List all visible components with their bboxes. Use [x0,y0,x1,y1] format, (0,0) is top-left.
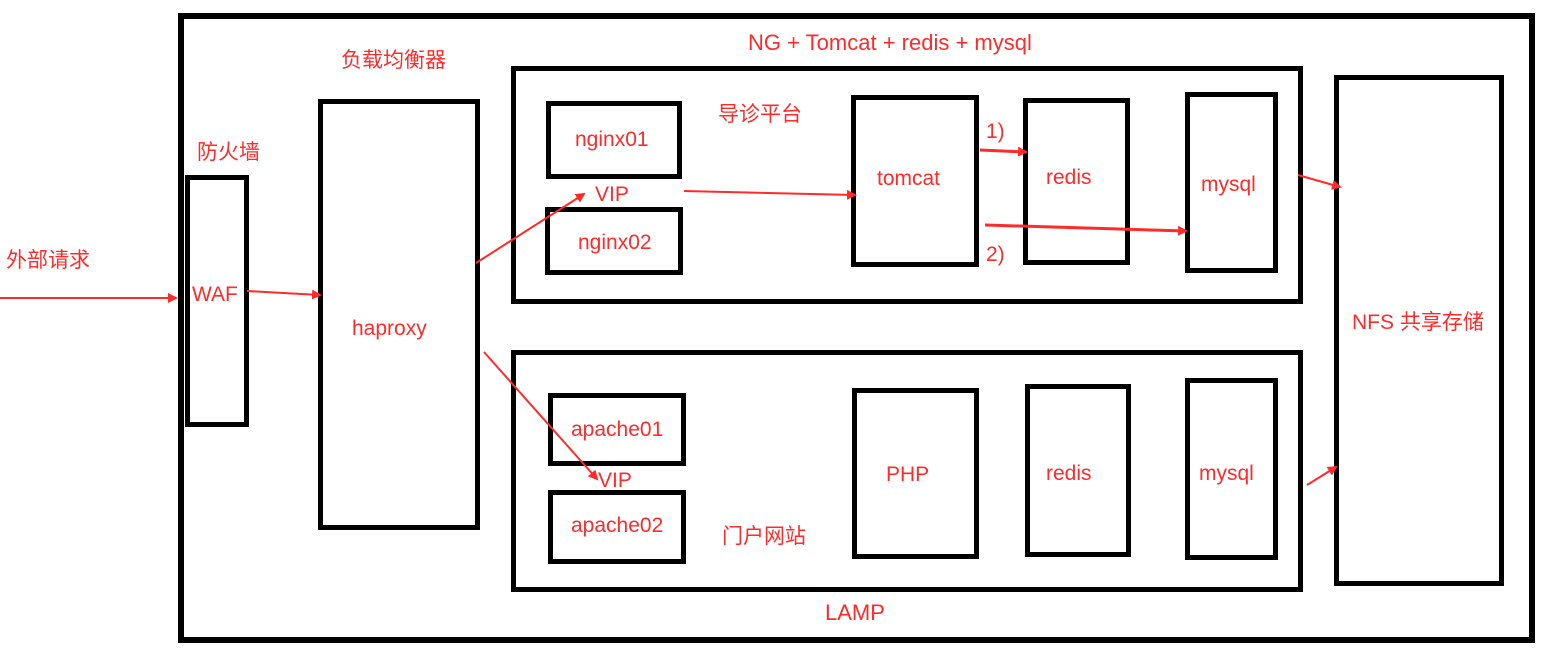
nginx02-label: nginx02 [578,231,652,254]
lamp-vip-label: VIP [598,469,632,492]
haproxy-box [318,99,480,530]
waf-label: WAF [192,283,238,306]
lamp-mysql-box [1185,378,1278,560]
nfs-label: NFS 共享存储 [1352,311,1484,334]
ng-vip-label: VIP [595,183,629,206]
tomcat-label: tomcat [877,167,941,190]
firewall-label: 防火墙 [197,141,260,164]
lamp-group-name: 门户网站 [722,525,806,548]
ng-stack-title: NG + Tomcat + redis + mysql [748,30,1032,55]
nginx01-box [546,101,682,179]
step-1-label: 1) [986,120,1005,143]
apache02-label: apache02 [571,514,664,537]
haproxy-label: haproxy [352,317,427,340]
ng-group-name: 导诊平台 [718,103,802,126]
lamp-stack-title: LAMP [825,600,885,625]
apache02-box [548,490,686,564]
tomcat-box [851,95,979,267]
step-2-label: 2) [986,243,1005,266]
nginx01-label: nginx01 [575,128,649,151]
ng-redis-label: redis [1046,166,1092,189]
php-box [852,388,979,559]
ng-mysql-box [1185,92,1278,273]
apache01-label: apache01 [571,418,664,441]
lamp-redis-label: redis [1046,462,1092,485]
load-balancer-label: 负载均衡器 [341,49,446,72]
external-request-label: 外部请求 [6,249,90,272]
nfs-box [1334,75,1504,586]
lamp-redis-box [1025,384,1131,557]
lamp-mysql-label: mysql [1199,462,1254,485]
waf-box [185,175,249,427]
php-label: PHP [886,463,930,486]
ng-mysql-label: mysql [1201,173,1256,196]
outer-frame [178,13,1535,643]
ng-redis-box [1023,98,1130,265]
